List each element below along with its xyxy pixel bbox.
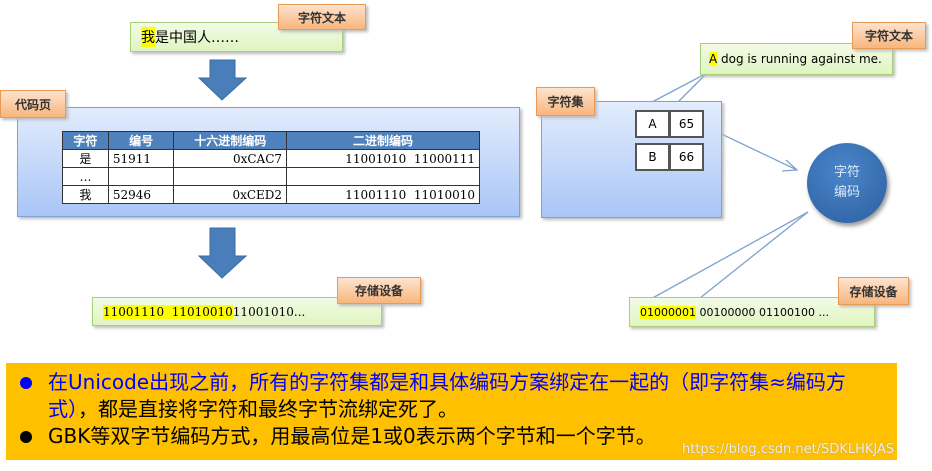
td: … <box>62 167 109 186</box>
connector-line <box>694 211 809 303</box>
text-rest: dog is running against me. <box>717 52 882 66</box>
highlighted-char: 我 <box>141 27 155 47</box>
storage-box: 11001110 11010010 11001010... <box>92 297 382 326</box>
charset-cell: B <box>635 143 670 171</box>
charset-cell: 66 <box>669 143 704 171</box>
highlighted-bytes: 01000001 <box>640 305 696 319</box>
char-encoding-circle: 字符 编码 <box>807 143 887 223</box>
char-text-label: 字符文本 <box>278 4 366 30</box>
bullet-icon <box>20 377 32 389</box>
arrow-line <box>712 129 798 171</box>
td: 11001010 11000111 <box>286 149 480 168</box>
th: 编号 <box>107 131 175 150</box>
highlighted-bytes: 11001110 11010010 <box>103 304 233 319</box>
td <box>173 167 288 186</box>
notes-box: 在Unicode出现之前，所有的字符集都是和具体编码方案绑定在一起的（即字符集≈… <box>6 363 897 460</box>
text-rest: 是中国人…… <box>155 30 239 46</box>
td <box>286 167 480 186</box>
storage-label: 存储设备 <box>838 277 909 305</box>
td: 是 <box>62 149 109 168</box>
th: 十六进制编码 <box>173 131 288 150</box>
storage-box-en: 01000001 00100000 01100100 ... <box>629 297 875 327</box>
bytes-rest: 11001010... <box>232 304 306 319</box>
charset-cell: A <box>635 110 670 138</box>
note-text: GBK等双字节编码方式，用最高位是1或0表示两个字节和一个字节。 <box>48 424 656 448</box>
highlighted-char: A <box>709 52 718 66</box>
note-text: ，都是直接将字符和最终字节流绑定死了。 <box>78 397 458 421</box>
bullet-item: GBK等双字节编码方式，用最高位是1或0表示两个字节和一个字节。 <box>20 423 897 450</box>
td: 我 <box>62 185 109 204</box>
td: 52946 <box>107 185 175 204</box>
codepage-label: 代码页 <box>0 90 66 118</box>
arrowhead-icon <box>781 159 799 172</box>
charset-label: 字符集 <box>536 87 595 116</box>
td: 11001110 11010010 <box>286 185 480 204</box>
watermark: https://blog.csdn.net/SDKLHKJAS <box>682 442 895 457</box>
table-row: … <box>62 167 480 186</box>
td <box>107 167 175 186</box>
circle-text: 编码 <box>833 185 860 200</box>
td: 0xCED2 <box>173 185 288 204</box>
bullet-item: 在Unicode出现之前，所有的字符集都是和具体编码方案绑定在一起的（即字符集≈… <box>20 369 897 423</box>
th: 字符 <box>62 131 109 150</box>
char-text-label: 字符文本 <box>852 22 926 49</box>
bullet-icon <box>20 431 32 443</box>
down-arrow-icon <box>197 59 248 101</box>
down-arrow-icon <box>197 227 248 279</box>
note-blue-text: 在Unicode出现之前，所有的字符集都是和具体编码方案绑定在一起的（即字符集≈… <box>48 370 846 421</box>
th: 二进制编码 <box>286 131 480 150</box>
circle-text: 字符 <box>833 165 860 180</box>
bytes-rest: 00100000 01100100 ... <box>696 305 829 319</box>
td: 51911 <box>107 149 175 168</box>
connector-line <box>639 211 809 306</box>
charset-cell: 65 <box>669 110 704 138</box>
storage-label: 存储设备 <box>337 277 421 304</box>
td: 0xCAC7 <box>173 149 288 168</box>
